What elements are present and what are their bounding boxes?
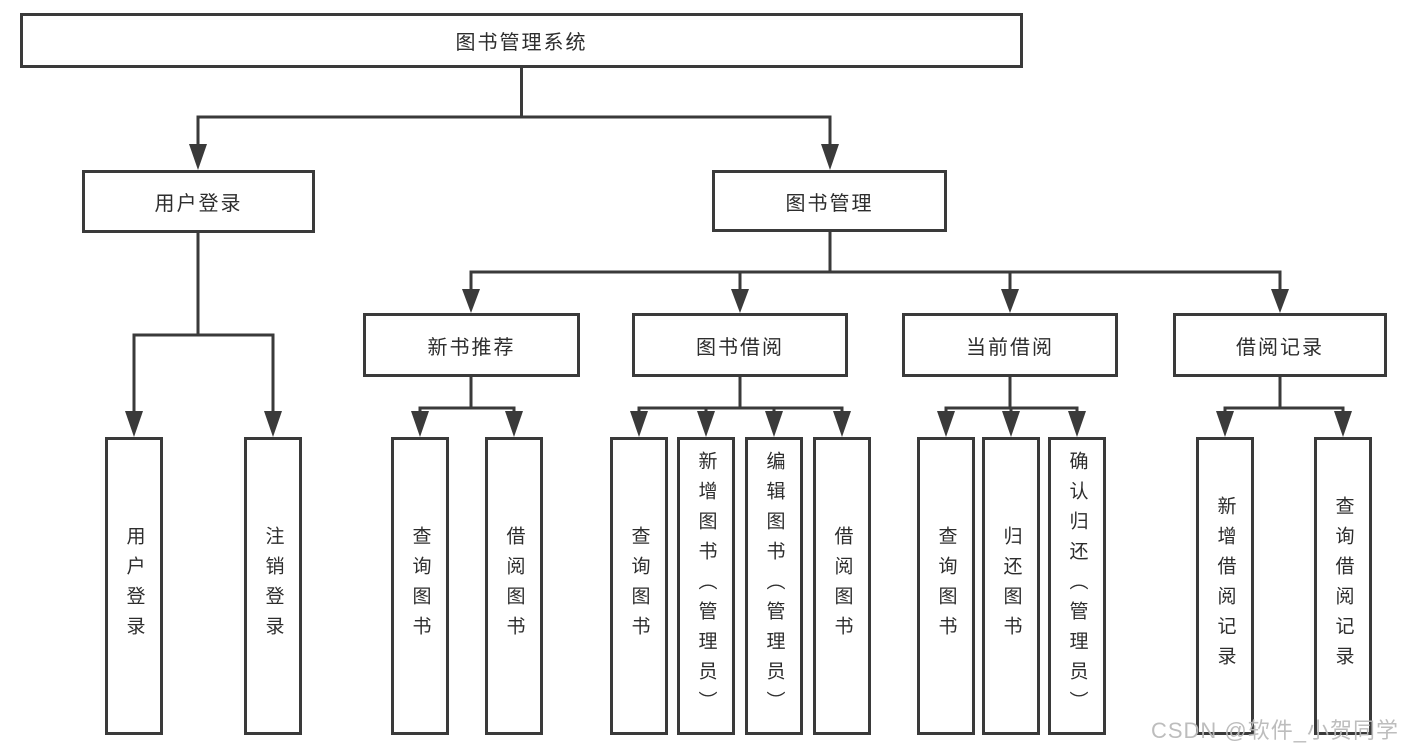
- leaf-newbook-borrow-book: 借阅图书: [485, 437, 543, 735]
- leaf-label: 查询图书: [628, 526, 650, 646]
- leaf-label: 新增借阅记录: [1214, 496, 1236, 676]
- leaf-current-return-book: 归还图书: [982, 437, 1040, 735]
- leaf-borrow-borrow-book: 借阅图书: [813, 437, 871, 735]
- csdn-watermark: CSDN @软件_小贺同学: [1150, 718, 1399, 743]
- leaf-logout: 注销登录: [244, 437, 302, 735]
- leaf-record-add-borrow-record: 新增借阅记录: [1196, 437, 1254, 735]
- node-book-borrow: 图书借阅: [632, 313, 848, 377]
- leaf-label: 新增图书（管理员）: [695, 451, 717, 721]
- leaf-borrow-edit-book-admin: 编辑图书（管理员）: [745, 437, 803, 735]
- leaf-label: 编辑图书（管理员）: [763, 451, 785, 721]
- node-user-login: 用户登录: [82, 170, 315, 233]
- leaf-label: 查询借阅记录: [1332, 496, 1354, 676]
- leaf-record-query-borrow-record: 查询借阅记录: [1314, 437, 1372, 735]
- leaf-label: 用户登录: [123, 526, 145, 646]
- leaf-borrow-query-book: 查询图书: [610, 437, 668, 735]
- leaf-label: 注销登录: [262, 526, 284, 646]
- node-root-system: 图书管理系统: [20, 13, 1023, 68]
- node-current-borrow: 当前借阅: [902, 313, 1118, 377]
- leaf-label: 借阅图书: [503, 526, 525, 646]
- leaf-label: 查询图书: [409, 526, 431, 646]
- leaf-label: 确认归还（管理员）: [1066, 451, 1088, 721]
- leaf-current-query-book: 查询图书: [917, 437, 975, 735]
- node-new-book-recommend: 新书推荐: [363, 313, 580, 377]
- leaf-label: 借阅图书: [831, 526, 853, 646]
- node-book-management: 图书管理: [712, 170, 947, 232]
- node-borrow-records: 借阅记录: [1173, 313, 1387, 377]
- leaf-current-confirm-return-admin: 确认归还（管理员）: [1048, 437, 1106, 735]
- leaf-user-login: 用户登录: [105, 437, 163, 735]
- leaf-borrow-add-book-admin: 新增图书（管理员）: [677, 437, 735, 735]
- leaf-newbook-query-book: 查询图书: [391, 437, 449, 735]
- leaf-label: 归还图书: [1000, 526, 1022, 646]
- leaf-label: 查询图书: [935, 526, 957, 646]
